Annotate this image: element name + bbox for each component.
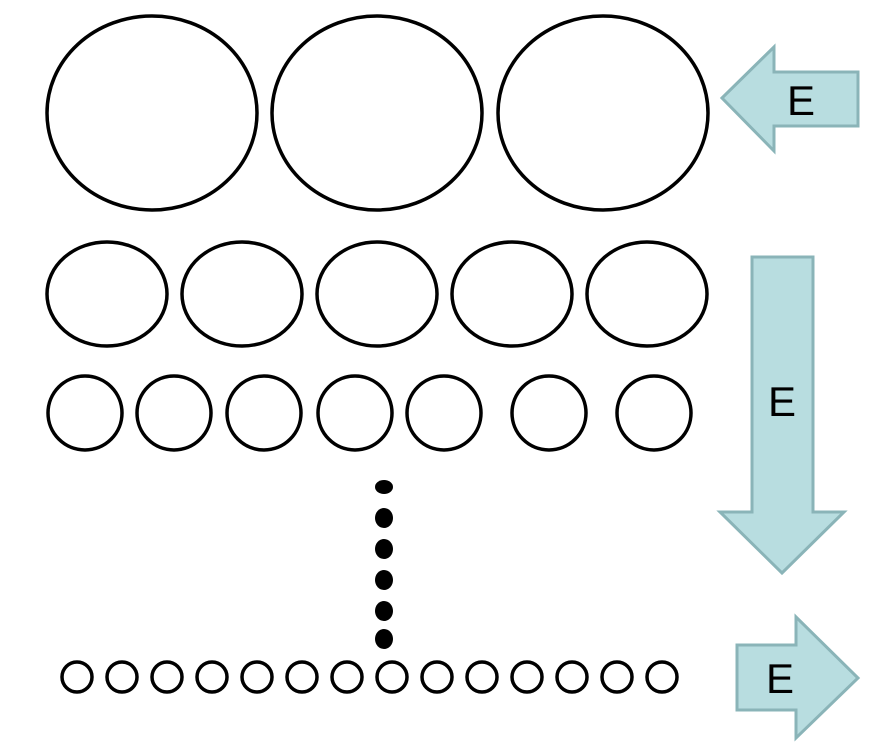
circle — [150, 660, 184, 694]
ellipsis-dot — [375, 480, 393, 494]
ellipsis-dot — [375, 508, 393, 528]
circle — [555, 660, 589, 694]
ellipsis-dot — [375, 629, 393, 649]
arrow-down-label: E — [768, 378, 796, 425]
ellipsis-dot — [375, 601, 393, 621]
circle — [585, 240, 709, 348]
circle — [195, 660, 229, 694]
circle — [240, 660, 274, 694]
circle — [496, 14, 710, 212]
circle — [615, 374, 693, 452]
ellipsis-dot — [375, 570, 393, 590]
circle — [316, 374, 394, 452]
vertical-ellipsis — [375, 480, 393, 649]
circle — [46, 374, 124, 452]
arrow-right-label: E — [766, 655, 794, 702]
circle — [405, 374, 483, 452]
circle — [180, 240, 304, 348]
arrow-down: E — [716, 255, 848, 576]
circle — [285, 660, 319, 694]
circle — [600, 660, 634, 694]
circle-row-4 — [60, 660, 679, 694]
circle — [330, 660, 364, 694]
circle — [510, 660, 544, 694]
ellipsis-dot — [375, 539, 393, 559]
arrow-down-icon — [716, 255, 848, 576]
circle — [420, 660, 454, 694]
circle-row-3 — [46, 374, 693, 452]
arrow-right-icon — [735, 613, 861, 742]
circle — [105, 660, 139, 694]
circle-rows — [45, 14, 710, 694]
arrow-left-label: E — [787, 77, 815, 124]
circle — [135, 374, 213, 452]
circle — [60, 660, 94, 694]
arrow-left-icon — [719, 43, 860, 155]
circle — [375, 660, 409, 694]
circle — [45, 240, 169, 348]
circle — [45, 14, 259, 212]
circle-row-1 — [45, 14, 710, 212]
circle — [465, 660, 499, 694]
circle — [225, 374, 303, 452]
circle — [645, 660, 679, 694]
circle — [510, 374, 588, 452]
circle-row-2 — [45, 240, 709, 348]
arrow-right: E — [735, 613, 861, 742]
circle — [450, 240, 574, 348]
circle — [315, 240, 439, 348]
arrow-left: E — [719, 43, 860, 155]
circle — [270, 14, 484, 212]
